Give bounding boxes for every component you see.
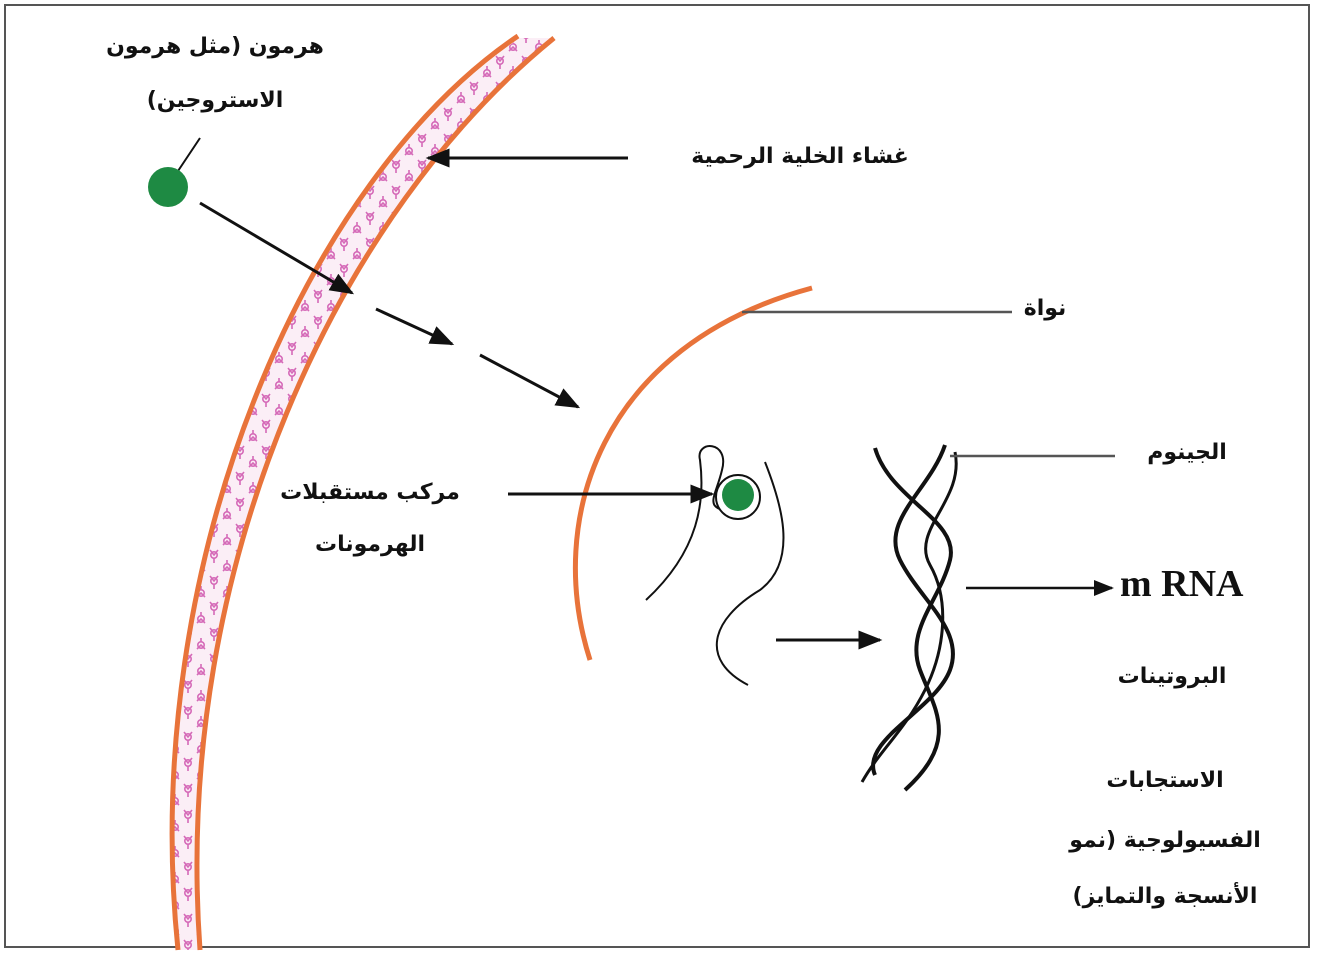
membrane-label: غشاء الخلية الرحمية [640,138,960,176]
response-label-line3: الأنسجة والتمايز) [1030,878,1300,916]
hormone-path-arrow-2 [376,309,452,344]
hormone-path-arrow-3 [480,355,578,407]
hormone-molecule [148,167,188,207]
response-label-line2: الفسيولوجية (نمو [1030,822,1300,860]
genome-label: الجينوم [1112,434,1262,472]
nucleus-label: نواة [1010,290,1080,328]
nucleus-envelope [575,288,812,660]
hormone-label-line1: هرمون (مثل هرمون [60,28,370,66]
receptor-label-line1: مركب مستقبلات [240,474,500,512]
proteins-label: البروتينات [1072,658,1272,696]
receptor-label-line2: الهرمونات [240,526,500,564]
response-label-line1: الاستجابات [1030,762,1300,800]
mrna-label: m RNA [1120,562,1243,606]
receptor-strand-left [646,446,740,600]
receptor-hormone [722,479,754,511]
hormone-label-line2: الاستروجين) [60,82,370,120]
dna-strand-2 [873,445,953,775]
